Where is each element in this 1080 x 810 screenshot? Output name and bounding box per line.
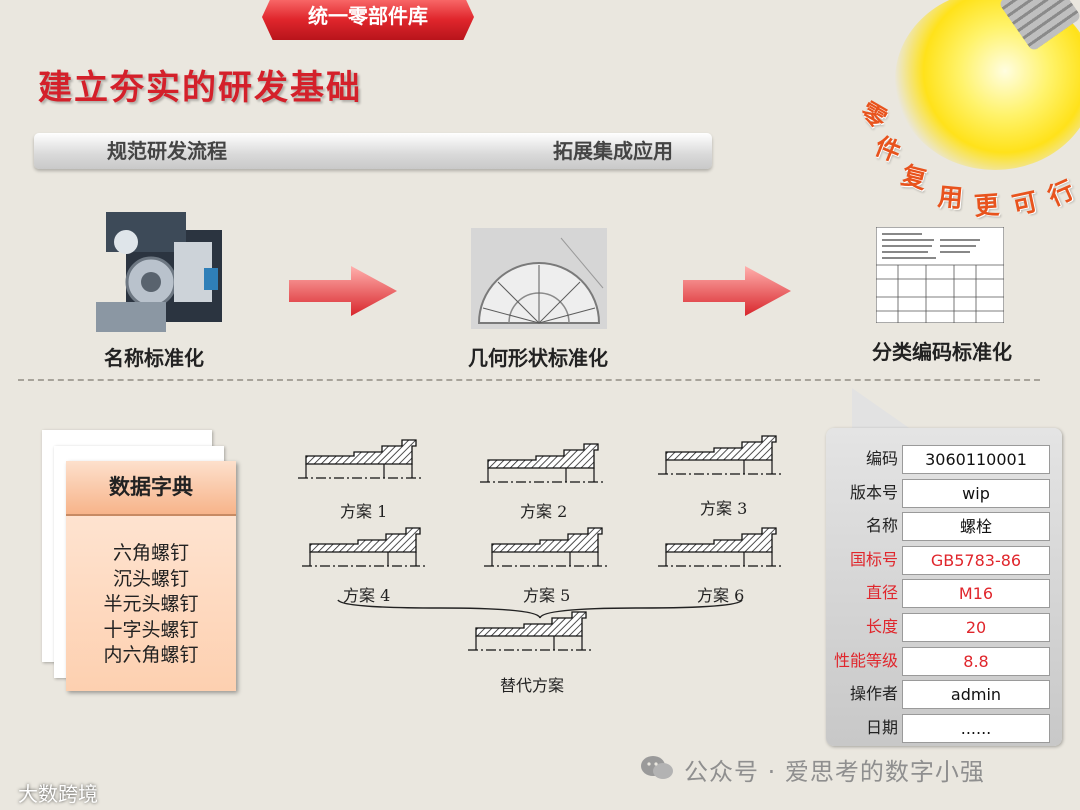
field-value[interactable]: GB5783-86 <box>902 546 1050 575</box>
section-divider <box>18 379 1040 381</box>
field-value[interactable]: 3060110001 <box>902 445 1050 474</box>
corner-watermark: 大数跨境 <box>18 778 98 807</box>
tab-integration[interactable]: 拓展集成应用 <box>518 133 708 169</box>
field-value[interactable]: wip <box>902 479 1050 508</box>
data-dictionary-items: 六角螺钉 沉头螺钉 半元头螺钉 十字头螺钉 内六角螺钉 <box>66 541 236 669</box>
page-title: 建立夯实的研发基础 <box>38 60 362 109</box>
scheme-4-drawing <box>302 528 428 566</box>
dictionary-item: 内六角螺钉 <box>66 643 236 669</box>
scheme-label: 方案 2 <box>520 498 567 522</box>
scheme-label: 方案 6 <box>697 582 744 606</box>
coding-sheet-image <box>876 227 1004 323</box>
right-arrow-icon <box>683 266 793 316</box>
shaft-drawings <box>290 430 790 700</box>
field-label: 性能等级 <box>808 647 898 674</box>
scheme-3-drawing <box>658 436 784 474</box>
slogan-char: 复 <box>898 156 931 197</box>
scheme-5-drawing <box>484 528 610 566</box>
field-label: 版本号 <box>808 479 898 506</box>
stage-label-coding: 分类编码标准化 <box>872 336 1012 365</box>
slogan-char: 用 <box>936 177 964 215</box>
field-value[interactable]: 螺栓 <box>902 512 1050 541</box>
field-label: 编码 <box>808 445 898 472</box>
field-value[interactable]: 8.8 <box>902 647 1050 676</box>
field-label: 国标号 <box>808 546 898 573</box>
wechat-icon <box>640 754 674 782</box>
field-value[interactable]: 20 <box>902 613 1050 642</box>
slogan-char: 更 <box>973 185 1000 223</box>
field-label: 名称 <box>808 512 898 539</box>
field-value[interactable]: ...... <box>902 714 1050 743</box>
scheme-6-drawing <box>658 528 784 566</box>
dictionary-item: 十字头螺钉 <box>66 618 236 644</box>
alternative-scheme-label: 替代方案 <box>500 672 564 696</box>
callout-pointer <box>852 388 912 430</box>
scheme-label: 方案 3 <box>700 495 747 519</box>
field-label: 操作者 <box>808 680 898 707</box>
field-value[interactable]: admin <box>902 680 1050 709</box>
watermark-text: 公众号 · 爱思考的数字小强 <box>684 752 985 787</box>
scheme-1-drawing <box>298 440 424 478</box>
field-label: 直径 <box>808 579 898 606</box>
tab-parts-library[interactable]: 统一零部件库 <box>262 0 474 40</box>
dictionary-item: 沉头螺钉 <box>66 567 236 593</box>
stage-label-name: 名称标准化 <box>104 342 204 371</box>
scheme-2-drawing <box>480 444 606 482</box>
stage-label-geometry: 几何形状标准化 <box>468 342 608 371</box>
dictionary-item: 六角螺钉 <box>66 541 236 567</box>
slogan: 零件复用更可行 <box>850 90 1080 240</box>
data-dictionary-card: 数据字典 六角螺钉 沉头螺钉 半元头螺钉 十字头螺钉 内六角螺钉 <box>66 461 236 691</box>
field-value[interactable]: M16 <box>902 579 1050 608</box>
tab-bar: 规范研发流程 拓展集成应用 <box>34 133 712 169</box>
scheme-label: 方案 5 <box>523 582 570 606</box>
field-label: 长度 <box>808 613 898 640</box>
field-label: 日期 <box>808 714 898 741</box>
alternative-drawing <box>468 612 594 650</box>
engine-parts-image <box>96 212 228 336</box>
slogan-char: 可 <box>1009 182 1041 222</box>
tab-process[interactable]: 规范研发流程 <box>52 133 282 169</box>
slogan-char: 行 <box>1042 170 1079 213</box>
dictionary-item: 半元头螺钉 <box>66 592 236 618</box>
data-dictionary-title: 数据字典 <box>66 461 236 516</box>
scheme-label: 方案 1 <box>340 498 387 522</box>
right-arrow-icon <box>289 266 399 316</box>
scheme-label: 方案 4 <box>343 582 390 606</box>
protractor-image <box>471 228 607 329</box>
